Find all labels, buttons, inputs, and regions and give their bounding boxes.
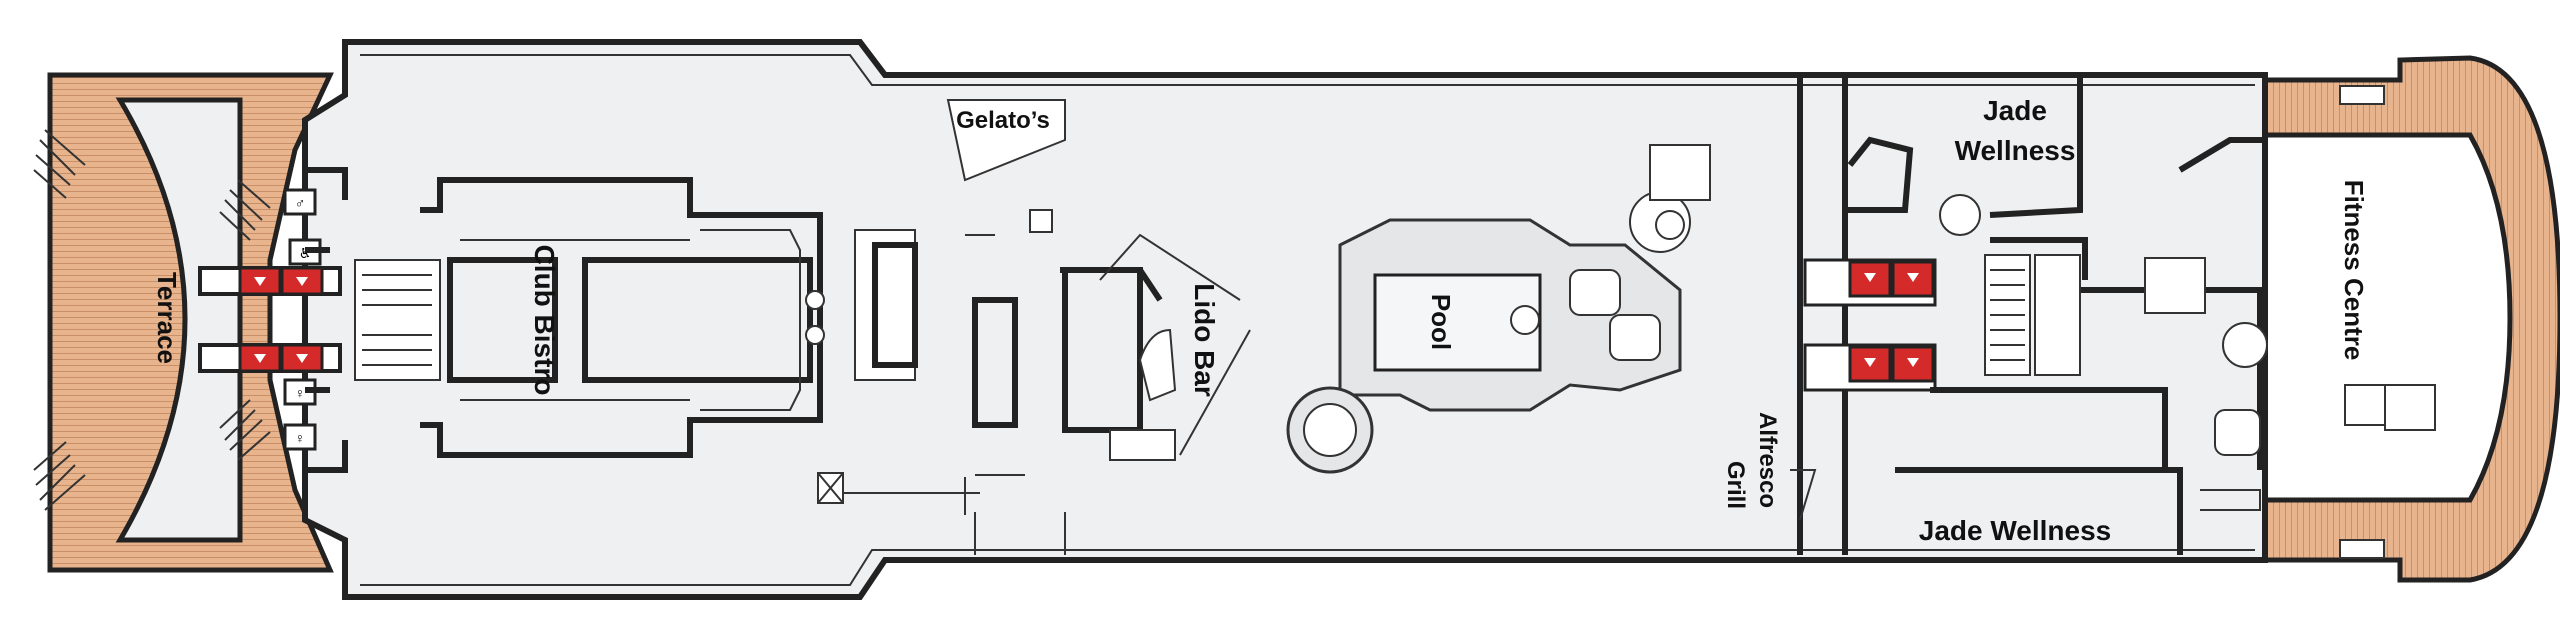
elevator-icon bbox=[1848, 345, 1892, 383]
svg-text:♀: ♀ bbox=[295, 385, 306, 401]
labels: Terrace Club Bistro Gelato’s Lido Bar Po… bbox=[152, 95, 2369, 546]
club-bistro-area bbox=[420, 177, 825, 458]
misc-fixtures bbox=[817, 472, 1066, 555]
gelatos-counter bbox=[946, 99, 1066, 182]
jade-wellness-label-line1: Jade bbox=[1983, 95, 2047, 126]
ship-hull bbox=[302, 39, 2268, 600]
jade-wellness-label-line2: Wellness bbox=[1955, 135, 2076, 166]
alfresco-label: Alfresco bbox=[1754, 412, 1781, 508]
svg-text:♂: ♂ bbox=[295, 195, 306, 211]
fitness-deck bbox=[2262, 55, 2560, 583]
fitness-centre-label: Fitness Centre bbox=[2339, 180, 2369, 361]
aft-lift-lobby: ♂ ♿ ♀ ♀ bbox=[198, 188, 441, 451]
gelatos-label: Gelato’s bbox=[956, 107, 1050, 134]
lift-icon-group bbox=[238, 266, 324, 373]
lido-area bbox=[854, 209, 1251, 461]
grill-label: Grill bbox=[1722, 461, 1749, 509]
terrace-deck bbox=[33, 72, 334, 573]
club-bistro-label: Club Bistro bbox=[529, 245, 560, 396]
lido-bar-label: Lido Bar bbox=[1189, 283, 1220, 397]
wellness-block bbox=[1790, 72, 2436, 555]
terrace-label: Terrace bbox=[152, 272, 182, 364]
restroom-icon: ♂ ♿ ♀ ♀ bbox=[283, 188, 322, 451]
jade-wellness-label-bottom: Jade Wellness bbox=[1919, 515, 2111, 546]
pool-label: Pool bbox=[1426, 294, 1456, 350]
aft-walls bbox=[305, 167, 348, 473]
pool-complex bbox=[1286, 144, 1711, 474]
svg-text:♀: ♀ bbox=[295, 430, 306, 446]
